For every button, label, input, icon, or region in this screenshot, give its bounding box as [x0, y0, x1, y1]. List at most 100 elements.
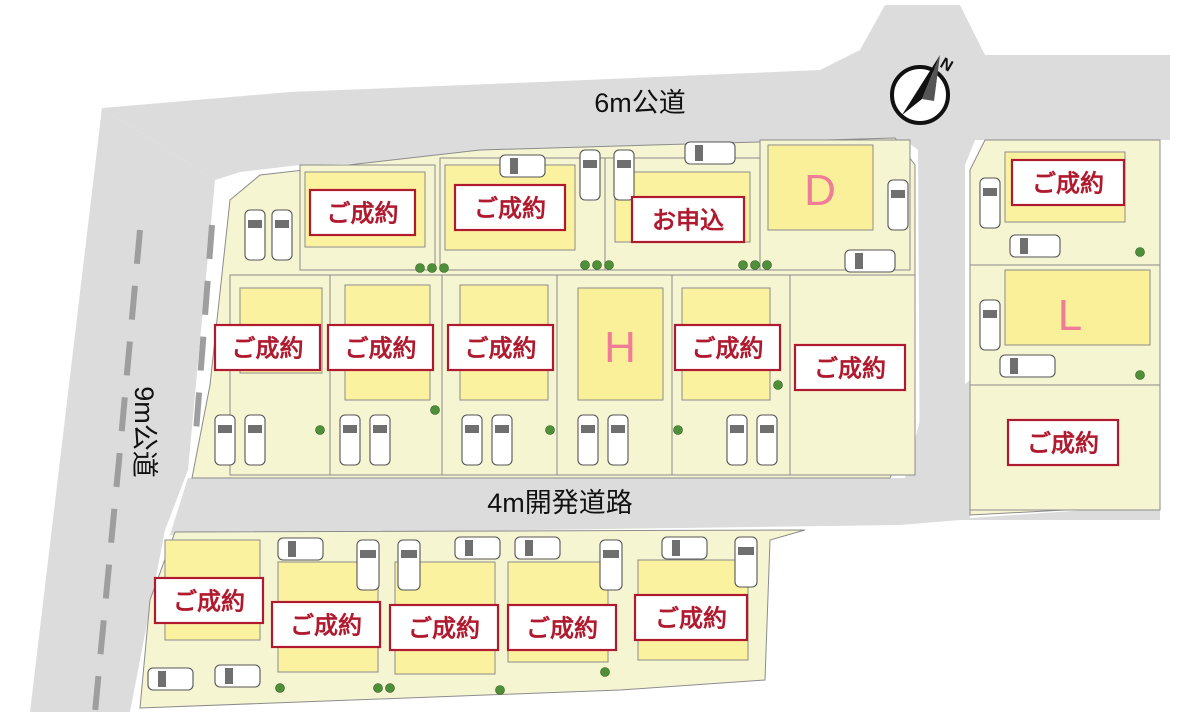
status-badge-box [213, 323, 322, 372]
status-badge-text: ご成約 [814, 355, 886, 383]
car-icon [734, 536, 758, 588]
status-badge-text: ご成約 [526, 615, 598, 643]
status-badge-box [630, 195, 746, 244]
car-icon [461, 414, 483, 466]
car-icon [514, 536, 561, 560]
tree-icon [439, 263, 449, 273]
tree-icon [750, 260, 760, 270]
car-icon [844, 249, 896, 273]
road-label-6m: 6m公道 [594, 88, 686, 118]
car-icon [613, 149, 635, 201]
status-badge-text: ご成約 [232, 335, 304, 363]
status-badge: ご成約 [388, 603, 500, 652]
road-label-9m: 9m公道 [129, 386, 159, 478]
tree-icon [1135, 247, 1145, 257]
car-icon [454, 536, 501, 560]
car-icon [339, 414, 361, 466]
car-icon [244, 414, 266, 466]
road-9m-centerline [92, 229, 143, 712]
status-badge-box [270, 600, 382, 649]
status-badge: ご成約 [453, 183, 567, 232]
status-badge: ご成約 [793, 343, 907, 392]
tree-icon [430, 405, 440, 415]
tree-icon [1135, 370, 1145, 380]
tree-icon [604, 260, 614, 270]
car-icon [999, 354, 1056, 378]
status-badge: ご成約 [153, 576, 265, 625]
car-icon [277, 537, 324, 561]
status-badge-text: ご成約 [173, 588, 245, 616]
trees [275, 247, 1145, 695]
status-badge-box [1006, 418, 1120, 467]
status-badge-box [326, 323, 435, 372]
car-icon [599, 539, 623, 591]
lot-label-H: H [604, 323, 636, 372]
status-badge: ご成約 [1010, 158, 1126, 207]
car-icon [1009, 234, 1061, 258]
car-icon [684, 141, 736, 165]
road-east-connector [905, 140, 975, 520]
status-badge-box [793, 343, 907, 392]
car-icon [491, 414, 513, 466]
status-badge: ご成約 [673, 323, 782, 372]
car-icon [244, 209, 266, 261]
car-icon [577, 414, 599, 466]
status-badge-box [633, 593, 749, 642]
tree-icon [580, 260, 590, 270]
tree-icon [495, 685, 505, 695]
status-badge: ご成約 [633, 593, 749, 642]
status-badge: ご成約 [270, 600, 382, 649]
status-badge: ご成約 [326, 323, 435, 372]
car-icon [397, 539, 421, 591]
lot-label-D: D [804, 166, 836, 215]
status-badge: ご成約 [446, 323, 555, 372]
status-badge-box [673, 323, 782, 372]
north-arrow-icon [902, 55, 940, 115]
car-icon [607, 414, 629, 466]
lot-label-L: L [1058, 291, 1082, 340]
tree-icon [373, 683, 383, 693]
building-L [1004, 269, 1151, 346]
status-badge-box [506, 603, 618, 652]
parked-cars [147, 141, 1061, 691]
status-badge-text: ご成約 [1032, 170, 1104, 198]
car-icon [979, 299, 1001, 351]
status-badge: ご成約 [308, 188, 417, 237]
building-H [577, 287, 664, 401]
status-badges: ご成約ご成約お申込ご成約ご成約ご成約ご成約ご成約ご成約ご成約ご成約ご成約ご成約ご… [153, 158, 1126, 652]
car-icon [726, 414, 748, 466]
status-badge: ご成約 [506, 603, 618, 652]
car-icon [214, 414, 236, 466]
car-icon [214, 664, 261, 688]
status-badge: ご成約 [213, 323, 322, 372]
tree-icon [275, 683, 285, 693]
status-badge-text: ご成約 [474, 195, 546, 223]
tree-icon [545, 425, 555, 435]
status-badge-box [308, 188, 417, 237]
tree-icon [592, 260, 602, 270]
status-badge-text: ご成約 [327, 200, 399, 228]
tree-icon [600, 667, 610, 677]
car-icon [147, 667, 194, 691]
car-icon [579, 149, 601, 201]
tree-icon [427, 263, 437, 273]
tree-icon [315, 425, 325, 435]
building-D [767, 144, 874, 231]
status-badge-box [446, 323, 555, 372]
status-badge-text: ご成約 [290, 612, 362, 640]
status-badge-text: ご成約 [345, 335, 417, 363]
tree-icon [415, 263, 425, 273]
tree-icon [738, 260, 748, 270]
status-badge-box [388, 603, 500, 652]
status-badge-text: ご成約 [1027, 430, 1099, 458]
status-badge-text: ご成約 [655, 605, 727, 633]
status-badge-text: お申込 [652, 207, 724, 235]
tree-icon [673, 425, 683, 435]
car-icon [756, 414, 778, 466]
car-icon [887, 179, 909, 231]
status-badge-box [1010, 158, 1126, 207]
status-badge-text: ご成約 [465, 335, 537, 363]
road-label-4m: 4m開発道路 [487, 488, 633, 518]
car-icon [356, 539, 380, 591]
